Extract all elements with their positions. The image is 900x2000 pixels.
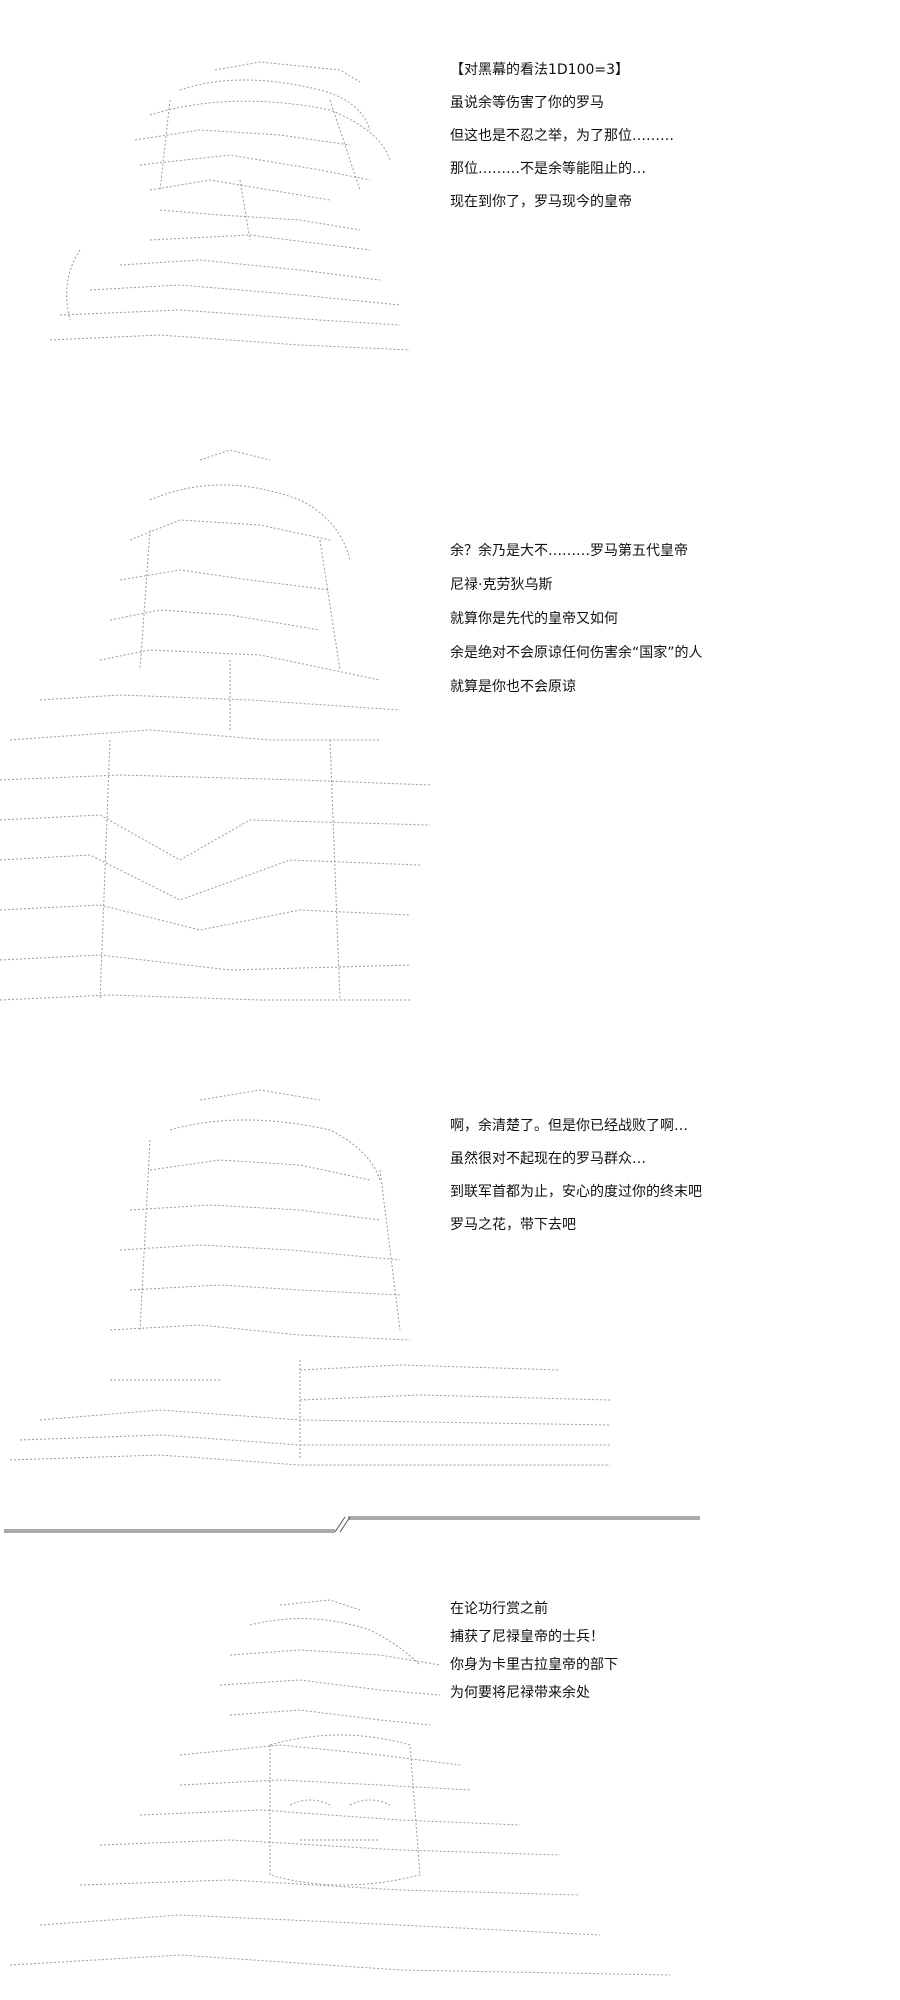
dialog-box-2: 余？余乃是大不………罗马第五代皇帝 尼禄·克劳狄乌斯 就算你是先代的皇帝又如何 … (450, 534, 890, 704)
divider-lines (4, 1516, 700, 1533)
dialog-box-4: 在论功行赏之前 捕获了尼禄皇帝的士兵！ 你身为卡里古拉皇帝的部下 为何要将尼禄带… (450, 1595, 890, 1707)
dialog-line: 余？余乃是大不………罗马第五代皇帝 (450, 543, 688, 559)
story-panel-1: 【对黑幕的看法1D100=3】 虽说余等伤害了你的罗马 但这也是不忍之举，为了那… (0, 40, 900, 390)
ascii-art-image (9, 1089, 611, 1466)
dialog-line: 就算你是先代的皇帝又如何 (450, 611, 618, 627)
dialog-line: 就算是你也不会原谅 (450, 679, 576, 695)
story-panel-3: 啊，余清楚了。但是你已经战败了啊… 虽然很对不起现在的罗马群众… 到联军首都为止… (0, 1080, 900, 1480)
ascii-art-figure-4 (0, 1595, 690, 1995)
dialog-line: 虽然很对不起现在的罗马群众… (450, 1151, 646, 1167)
ascii-art-figure-1 (0, 40, 440, 390)
dialog-line: 啊，余清楚了。但是你已经战败了啊… (450, 1118, 688, 1134)
ascii-art-image (9, 1599, 671, 1976)
dialog-line: 在论功行赏之前 (450, 1601, 548, 1617)
dialog-line: 那位………不是余等能阻止的… (450, 161, 646, 177)
dialog-box-3: 啊，余清楚了。但是你已经战败了啊… 虽然很对不起现在的罗马群众… 到联军首都为止… (450, 1110, 890, 1242)
dialog-line: 捕获了尼禄皇帝的士兵！ (450, 1629, 604, 1645)
section-divider (0, 1505, 900, 1535)
dialog-line: 罗马之花，带下去吧 (450, 1217, 576, 1233)
dialog-line: 【对黑幕的看法1D100=3】 (450, 62, 630, 78)
story-panel-4: 在论功行赏之前 捕获了尼禄皇帝的士兵！ 你身为卡里古拉皇帝的部下 为何要将尼禄带… (0, 1595, 900, 1995)
dialog-line: 虽说余等伤害了你的罗马 (450, 95, 604, 111)
ascii-art-image (0, 449, 431, 1001)
dialog-line: 但这也是不忍之举，为了那位……… (450, 128, 674, 144)
dialog-line: 为何要将尼禄带来余处 (450, 1685, 590, 1701)
dialog-line: 尼禄·克劳狄乌斯 (450, 577, 553, 593)
dialog-line: 到联军首都为止，安心的度过你的终末吧 (450, 1184, 702, 1200)
dialog-line: 现在到你了，罗马现今的皇帝 (450, 194, 632, 210)
dialog-line: 你身为卡里古拉皇帝的部下 (450, 1657, 618, 1673)
dialog-box-1: 【对黑幕的看法1D100=3】 虽说余等伤害了你的罗马 但这也是不忍之举，为了那… (450, 54, 890, 219)
ascii-art-figure-3 (0, 1080, 620, 1480)
story-panel-2: 余？余乃是大不………罗马第五代皇帝 尼禄·克劳狄乌斯 就算你是先代的皇帝又如何 … (0, 440, 900, 1010)
ascii-art-image (49, 61, 411, 351)
ascii-art-figure-2 (0, 440, 440, 1010)
dialog-line: 余是绝对不会原谅任何伤害余“国家”的人 (450, 645, 703, 661)
